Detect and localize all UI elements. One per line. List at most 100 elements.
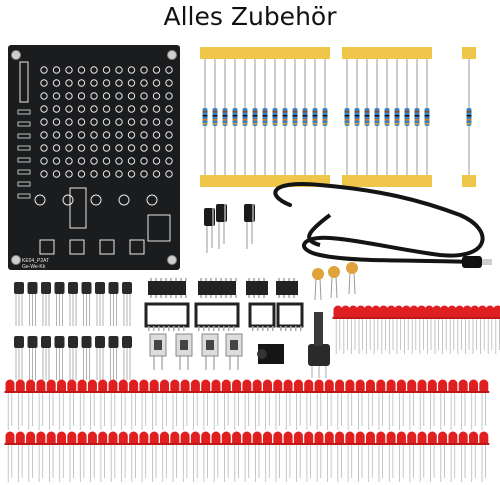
resistor-band xyxy=(262,115,268,117)
led xyxy=(148,379,160,430)
led xyxy=(4,431,16,482)
ic-pin xyxy=(248,278,250,281)
led-body xyxy=(458,431,468,444)
ic-footprint xyxy=(69,187,87,229)
led-rim xyxy=(431,317,443,319)
button-cap xyxy=(230,340,238,350)
transistor xyxy=(68,336,78,380)
led-body xyxy=(345,431,355,444)
led-rim xyxy=(179,443,191,445)
led-footprint xyxy=(90,118,98,126)
led-footprint xyxy=(102,66,111,74)
led-rim xyxy=(86,391,98,393)
ic-pin xyxy=(235,295,237,298)
led-rim xyxy=(476,317,488,319)
led-footprint xyxy=(65,144,73,152)
cap-lead xyxy=(353,271,356,295)
led xyxy=(395,431,407,482)
socket-pin xyxy=(280,326,282,331)
led-footprint xyxy=(127,118,136,126)
led-rim xyxy=(200,391,212,393)
resistor-band xyxy=(344,115,350,117)
led xyxy=(210,431,222,482)
transistor xyxy=(14,336,24,380)
led-footprint xyxy=(127,144,136,152)
socket-pin xyxy=(290,326,292,331)
led-rim xyxy=(76,391,88,393)
led-rim xyxy=(395,443,407,445)
led-body xyxy=(376,431,386,444)
led-footprint xyxy=(102,170,111,178)
resistor-band xyxy=(312,111,318,113)
led-body xyxy=(15,431,25,444)
transistor xyxy=(27,282,38,326)
led xyxy=(334,379,346,430)
led-body xyxy=(479,379,489,392)
led-body xyxy=(108,379,118,392)
led xyxy=(408,305,420,354)
led xyxy=(416,431,428,482)
led xyxy=(406,431,418,482)
led-footprint xyxy=(115,66,123,74)
resistor-band xyxy=(262,123,268,125)
led-body xyxy=(355,431,365,444)
led-footprint xyxy=(65,92,73,100)
led-rim xyxy=(35,443,47,445)
transistor xyxy=(122,336,132,380)
led-rim xyxy=(426,391,438,393)
led-rim xyxy=(447,443,459,445)
ic-pin xyxy=(160,295,162,298)
ic-socket xyxy=(144,302,190,331)
led-body xyxy=(448,379,458,392)
resistor-band xyxy=(344,119,350,121)
led-body xyxy=(386,305,396,318)
led-footprint xyxy=(140,105,148,113)
led-body xyxy=(263,431,272,444)
led-body xyxy=(432,305,442,318)
led-rim xyxy=(97,391,109,393)
transistor xyxy=(81,336,92,380)
led xyxy=(344,379,356,430)
led xyxy=(393,305,405,354)
led-body xyxy=(376,379,386,392)
led-rim xyxy=(189,443,201,445)
led-rim xyxy=(423,317,435,319)
led-footprint xyxy=(140,79,148,87)
led-footprint xyxy=(140,144,148,152)
socket-pin xyxy=(218,326,220,331)
cap-stripe xyxy=(212,208,214,226)
resistor-band xyxy=(202,111,208,113)
socket-frame xyxy=(248,302,276,328)
resistor-footprint xyxy=(17,181,31,187)
led xyxy=(179,431,191,482)
led-footprint xyxy=(102,131,111,139)
header-footprint xyxy=(19,61,29,103)
led-body xyxy=(77,379,87,392)
ic-body xyxy=(246,281,268,295)
transistor-body xyxy=(27,282,38,294)
led xyxy=(313,431,325,482)
led-rim xyxy=(25,443,37,445)
led-footprint xyxy=(40,118,48,126)
ic-pin xyxy=(293,278,295,281)
led-rim xyxy=(97,443,109,445)
resistor-band xyxy=(272,115,278,117)
led-body xyxy=(438,379,448,392)
led-footprint xyxy=(115,79,123,87)
led-rim xyxy=(262,443,273,445)
paper-tape xyxy=(342,47,432,59)
socket-frame xyxy=(276,302,304,328)
led-body xyxy=(139,431,149,444)
cap-body xyxy=(328,266,340,278)
led-footprint xyxy=(90,105,98,113)
led-footprint xyxy=(115,157,123,165)
resistor-band xyxy=(384,123,390,125)
pcb-label: KE04_P2AT xyxy=(22,258,49,264)
transistor xyxy=(108,282,119,326)
led-body xyxy=(252,431,262,444)
resistor-band xyxy=(374,111,380,113)
led-body xyxy=(211,379,221,392)
led-rim xyxy=(189,391,201,393)
led-body xyxy=(462,305,472,318)
